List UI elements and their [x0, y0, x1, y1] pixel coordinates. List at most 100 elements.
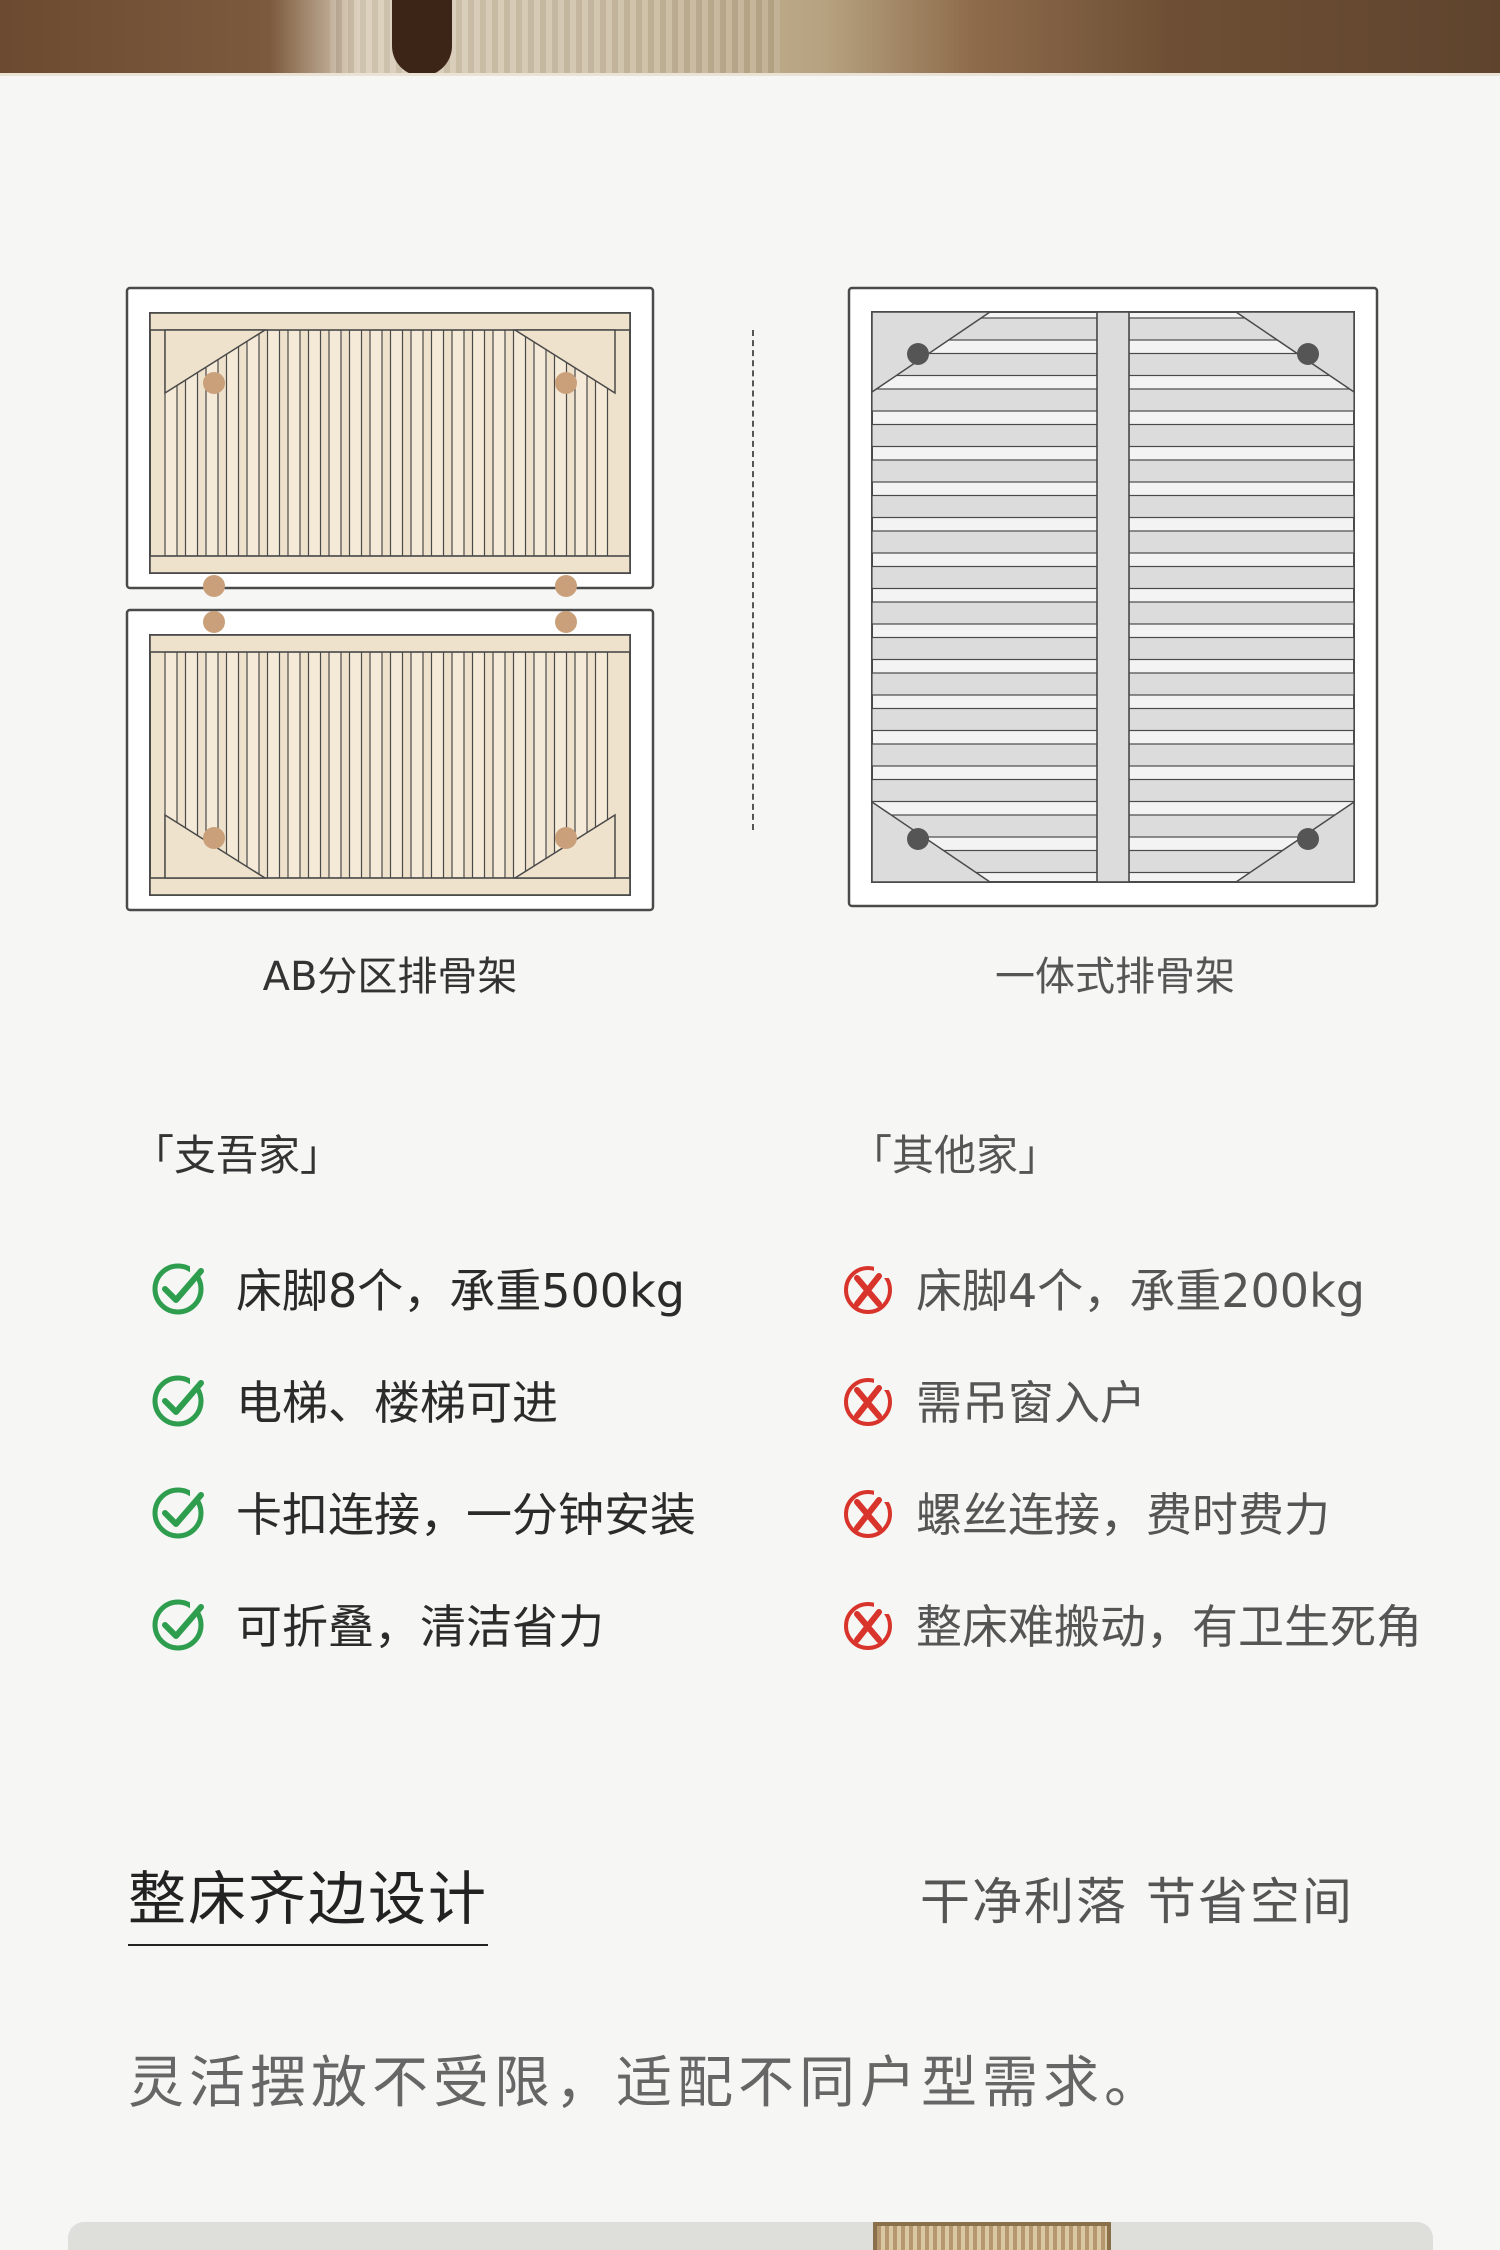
brace-dot	[907, 828, 929, 850]
wood-slat	[307, 651, 322, 879]
gray-slat	[871, 565, 1098, 590]
brace-dot	[1297, 828, 1319, 850]
one-piece-frame-label: 一体式排骨架	[995, 954, 1235, 1000]
wood-slat	[451, 651, 465, 879]
gray-slat	[1128, 778, 1355, 803]
gray-slat	[871, 778, 1098, 803]
check-icon	[152, 1374, 206, 1427]
gray-slat	[1128, 743, 1355, 767]
cross-icon-mark	[854, 1497, 882, 1531]
cross-icon-ring	[844, 1602, 892, 1650]
wood-slat	[266, 651, 281, 879]
list-item: 整床难搬动，有卫生死角	[840, 1568, 1422, 1680]
gray-slat	[1128, 388, 1355, 412]
cross-icon-mark	[854, 1273, 882, 1307]
check-icon-mark	[162, 1604, 204, 1639]
wood-slat	[369, 329, 383, 557]
top-photo	[0, 0, 1500, 76]
gray-slat	[1128, 530, 1355, 554]
chair-leg-image	[392, 0, 452, 76]
cross-icon	[844, 1600, 892, 1650]
wood-slat	[410, 329, 424, 557]
joint-dot	[555, 611, 577, 633]
check-icon	[152, 1598, 206, 1651]
gray-slat	[871, 636, 1098, 661]
wood-slat	[553, 329, 568, 557]
feature-text: 可折叠，清洁省力	[236, 1600, 604, 1654]
gray-slat	[871, 743, 1098, 767]
wood-slat	[225, 651, 240, 879]
corner-brace	[871, 311, 993, 394]
gray-slat	[1128, 672, 1355, 696]
gray-slat	[1128, 565, 1355, 590]
check-icon-ring	[152, 1487, 204, 1539]
gray-slat	[871, 388, 1098, 412]
feature-text: 床脚4个，承重200kg	[916, 1264, 1365, 1318]
bottom-rail	[149, 555, 631, 574]
corner-brace	[512, 329, 616, 395]
wood-slat	[287, 651, 301, 879]
cross-icon-ring	[844, 1490, 892, 1538]
gray-slat	[871, 459, 1098, 483]
others-column-title: 「其他家」	[850, 1131, 1061, 1180]
joint-dot	[203, 611, 225, 633]
cross-icon-ring	[844, 1378, 892, 1426]
dashed-divider	[752, 330, 754, 830]
brace-dot	[907, 343, 929, 365]
wood-slat	[451, 329, 465, 557]
feature-text: 螺丝连接，费时费力	[916, 1488, 1330, 1542]
cross-icon-mark	[854, 1385, 882, 1419]
corner-brace	[164, 329, 268, 395]
brace-dot	[555, 372, 577, 394]
cross-icon	[844, 1488, 892, 1538]
gray-slat	[1128, 459, 1355, 483]
wood-slat	[389, 651, 404, 879]
gray-slat	[871, 530, 1098, 554]
wood-slat	[348, 651, 363, 879]
wood-slat	[328, 651, 342, 879]
section-title: 整床齐边设计	[128, 1852, 489, 1946]
brace-dot	[555, 827, 577, 849]
wood-slat	[389, 329, 404, 557]
ab-panel	[125, 608, 655, 912]
gray-slat	[1128, 494, 1355, 519]
gray-slat	[871, 494, 1098, 519]
feature-text: 整床难搬动，有卫生死角	[916, 1600, 1422, 1654]
cross-icon-ring	[844, 1266, 892, 1314]
brace-dot	[1297, 343, 1319, 365]
wood-slat	[287, 329, 301, 557]
feature-text: 需吊窗入户	[916, 1376, 1146, 1430]
gray-slat	[871, 423, 1098, 448]
ab-frame-svg	[125, 286, 655, 912]
cross-icon	[844, 1264, 892, 1314]
wood-slat	[266, 329, 281, 557]
ours-feature-list: 床脚8个，承重500kg 电梯、楼梯可进 卡扣连接，一分钟安装 可折叠，清洁省力	[150, 1232, 696, 1680]
wood-slat	[307, 329, 322, 557]
check-icon-mark	[162, 1492, 204, 1527]
feature-text: 床脚8个，承重500kg	[236, 1264, 685, 1318]
gray-slat	[1128, 707, 1355, 732]
one-piece-frame-svg	[847, 286, 1379, 908]
check-icon-mark	[162, 1268, 204, 1303]
center-beam	[1096, 311, 1130, 883]
list-item: 螺丝连接，费时费力	[840, 1456, 1422, 1568]
joint-dot	[203, 575, 225, 597]
corner-brace	[1233, 311, 1355, 394]
wood-slat	[471, 329, 486, 557]
ab-frame-diagram	[120, 280, 660, 920]
one-piece-frame-diagram	[845, 282, 1385, 912]
list-item: 床脚8个，承重500kg	[150, 1232, 696, 1344]
list-item: 床脚4个，承重200kg	[840, 1232, 1422, 1344]
wood-slat	[492, 651, 506, 879]
gray-slat	[871, 707, 1098, 732]
section-subtitle: 干净利落 节省空间	[920, 1873, 1354, 1931]
feature-text: 卡扣连接，一分钟安装	[236, 1488, 696, 1542]
gray-slat	[871, 601, 1098, 625]
cross-icon-mark	[854, 1609, 882, 1643]
check-icon	[152, 1262, 206, 1315]
list-item: 电梯、楼梯可进	[150, 1344, 696, 1456]
check-icon-ring	[152, 1263, 204, 1315]
brace-dot	[203, 827, 225, 849]
check-icon-ring	[152, 1599, 204, 1651]
gray-slat	[1128, 423, 1355, 448]
